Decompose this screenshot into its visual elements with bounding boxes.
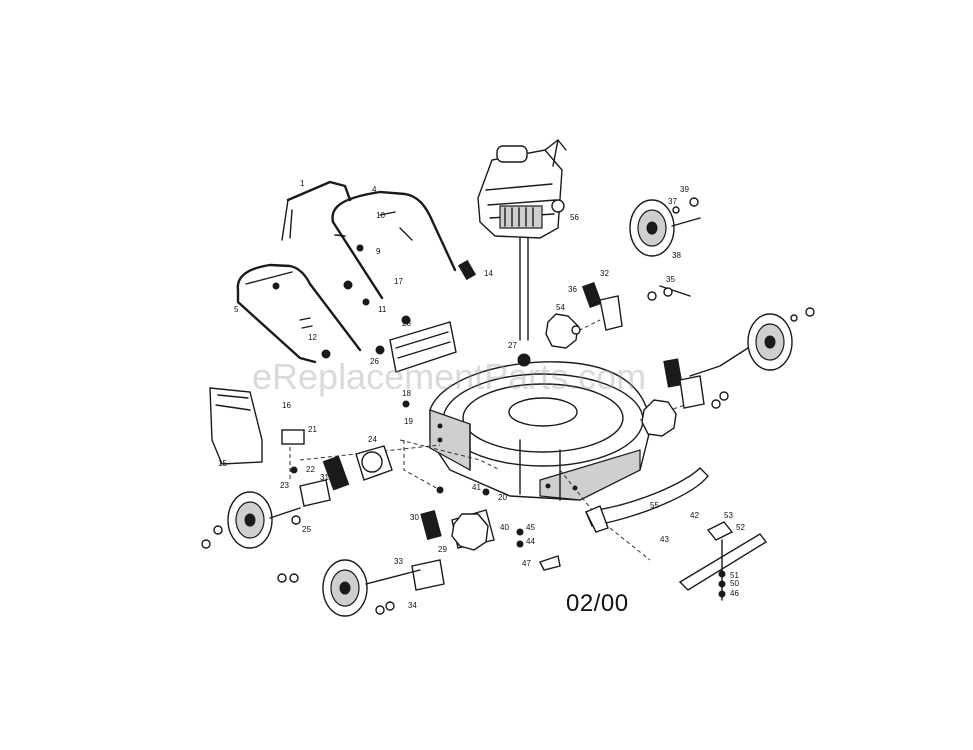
engine-shaft-line [519,237,529,341]
label-36: 36 [568,285,577,294]
label-25: 25 [302,525,311,534]
engine [477,139,567,239]
label-52: 52 [736,523,745,532]
label-50: 50 [730,579,739,588]
drive-gears [361,313,677,551]
watermark: eReplacementParts.com [252,356,647,397]
label-39: 39 [680,185,689,194]
rear-baffle [584,467,709,533]
mower-deck [429,361,651,501]
label-46: 46 [730,589,739,598]
label-21: 21 [308,425,317,434]
date-code: 02/00 [566,590,629,617]
handle-hardware [272,227,477,359]
label-17: 17 [394,277,403,286]
label-30: 30 [410,513,419,522]
label-43: 43 [660,535,669,544]
label-14: 14 [484,269,493,278]
axles [201,197,815,615]
label-55: 55 [650,501,659,510]
label-5: 5 [234,305,239,314]
blade-assembly [678,521,768,601]
label-40: 40 [500,523,509,532]
label-10: 10 [376,211,385,220]
label-35: 35 [666,275,675,284]
label-33: 33 [394,557,403,566]
label-45: 45 [526,523,535,532]
label-42: 42 [690,511,699,520]
label-44: 44 [526,537,535,546]
wheel-rear-left [227,491,273,549]
control-bail [281,180,352,241]
label-22: 22 [306,465,315,474]
wheel-front-right [747,313,793,371]
label-53: 53 [724,511,733,520]
label-32: 32 [600,269,609,278]
label-38: 38 [672,251,681,260]
grass-deflector [209,387,263,465]
label-19: 19 [404,417,413,426]
label-51: 51 [730,571,739,580]
label-9: 9 [376,247,381,256]
label-56: 56 [570,213,579,222]
deck-hardware [290,353,561,571]
label-24: 24 [368,435,377,444]
part-labels: 1 4 5 9 10 11 12 14 15 16 17 18 19 20 21… [218,179,745,610]
label-28: 28 [402,319,411,328]
label-47: 47 [522,559,531,568]
label-27: 27 [508,341,517,350]
label-16: 16 [282,401,291,410]
label-1: 1 [300,179,305,188]
height-adjust-bracket [389,321,457,373]
label-15: 15 [218,459,227,468]
label-4: 4 [372,185,377,194]
wheel-rear-right-top [629,199,675,257]
label-20: 20 [498,493,507,502]
label-31: 31 [320,473,329,482]
label-29: 29 [438,545,447,554]
label-54: 54 [556,303,565,312]
label-26: 26 [370,357,379,366]
label-11: 11 [378,305,387,314]
label-18: 18 [402,389,411,398]
upper-handle [331,190,457,300]
wheel-front-left [322,559,368,617]
label-37: 37 [668,197,677,206]
label-41: 41 [472,483,481,492]
label-23: 23 [280,481,289,490]
lower-handle [236,263,362,364]
label-34: 34 [408,601,417,610]
label-12: 12 [308,333,317,342]
